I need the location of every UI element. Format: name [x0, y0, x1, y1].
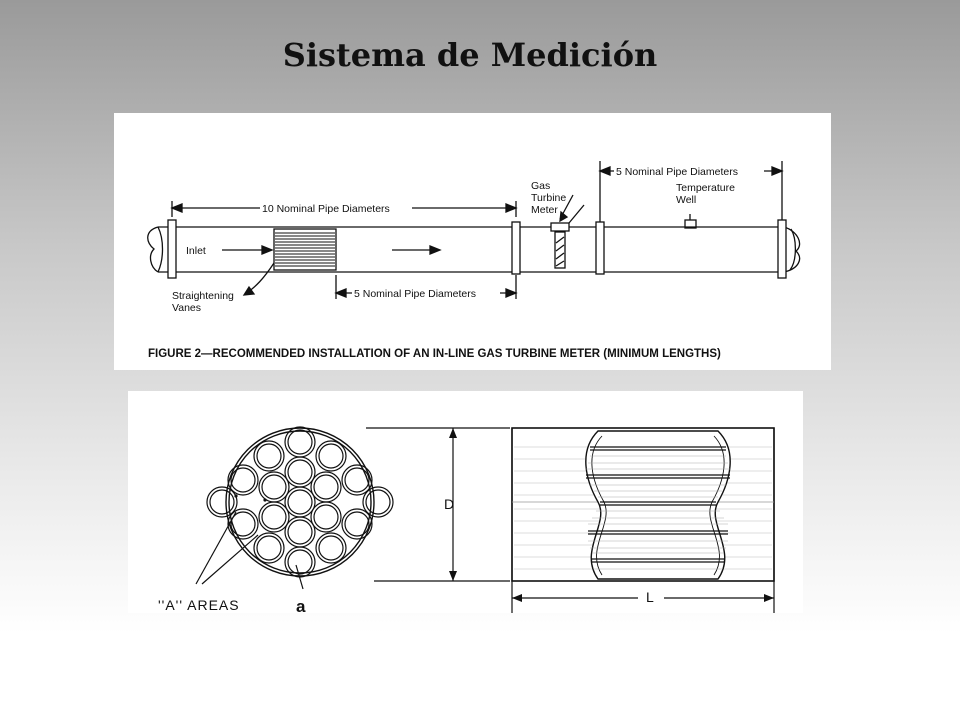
side-view-tubes [586, 446, 730, 563]
tube-cross-sections [206, 426, 394, 578]
downstream-span-label: 5 Nominal Pipe Diameters [616, 166, 738, 178]
meter-head [550, 222, 570, 232]
length-label: L [646, 589, 654, 605]
turbine-meter-body [554, 231, 566, 269]
meter-leader [568, 204, 585, 224]
diameter-label: D [444, 496, 454, 512]
flange-outlet [777, 219, 787, 279]
vanes-label-2: Vanes [172, 302, 201, 314]
installation-diagram: 10 Nominal Pipe Diameters 5 Nominal Pipe… [147, 161, 801, 360]
bundle-outer-circle [225, 427, 375, 577]
vanes-figure: D L ''A'' AREAS a [128, 391, 803, 616]
small-a-label: a [296, 597, 306, 613]
installation-figure: 10 Nominal Pipe Diameters 5 Nominal Pipe… [114, 113, 831, 370]
temperature-label-2: Well [676, 194, 696, 206]
meter-label-2: Turbine [531, 192, 566, 204]
tube-bundle-diagram: D L ''A'' AREAS a [158, 426, 775, 616]
areas-leader-1 [195, 511, 237, 585]
bundle-side-view [511, 427, 775, 582]
vanes-label-1: Straightening [172, 290, 234, 302]
slide-title: Sistema de Medición [282, 36, 658, 74]
temperature-label-1: Temperature [676, 182, 735, 194]
meter-label-3: Meter [531, 204, 558, 216]
straightening-vanes-box [273, 228, 337, 271]
inlet-label: Inlet [186, 245, 206, 257]
vane-lines [275, 232, 335, 267]
flange-inlet [167, 219, 177, 279]
flange-meter-upstream [511, 221, 521, 275]
areas-label: ''A'' AREAS [158, 597, 240, 613]
areas-leader-2 [201, 534, 259, 585]
mid-span-label: 5 Nominal Pipe Diameters [354, 288, 476, 300]
upstream-span-label: 10 Nominal Pipe Diameters [262, 203, 390, 215]
figure-caption: FIGURE 2—RECOMMENDED INSTALLATION OF AN … [148, 348, 721, 360]
meter-label-1: Gas [531, 180, 550, 192]
flange-meter-downstream [595, 221, 605, 275]
pipe-break-right [783, 226, 801, 273]
small-a-leader [295, 564, 304, 590]
pipe-break-left [147, 226, 159, 273]
